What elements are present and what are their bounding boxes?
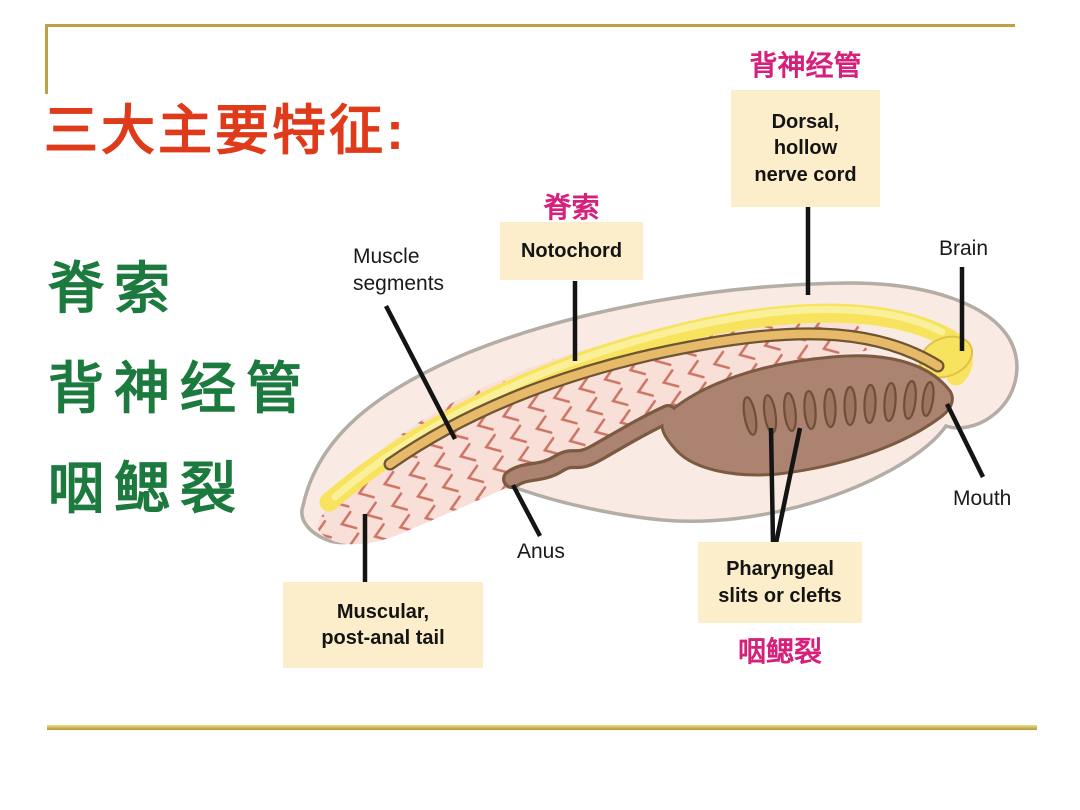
key-term-nerve-cord: 背神经管 bbox=[48, 356, 312, 422]
key-term-notochord: 脊索 bbox=[48, 256, 180, 322]
cn-label-nerve-cord: 背神经管 bbox=[749, 50, 862, 81]
key-term-pharyngeal-slits: 咽鳃裂 bbox=[48, 456, 246, 522]
pointer-anus bbox=[511, 483, 542, 538]
cn-label-notochord: 脊索 bbox=[543, 192, 600, 223]
callout-notochord: Notochord bbox=[500, 222, 643, 280]
slide-title: 三大主要特征: bbox=[44, 101, 407, 161]
cn-label-pharyngeal: 咽鳃裂 bbox=[737, 636, 822, 667]
label-mouth: Mouth bbox=[953, 487, 1012, 510]
label-muscle-segments: Muscle segments bbox=[353, 245, 445, 295]
muscle-segments-zone bbox=[316, 318, 872, 545]
label-anus: Anus bbox=[517, 540, 565, 563]
digestive-tract bbox=[502, 354, 954, 489]
frame-left-line bbox=[45, 24, 48, 94]
pointer-lines bbox=[362, 206, 986, 582]
frame-top-line bbox=[45, 24, 1015, 27]
pointer-muscle-segments bbox=[384, 304, 457, 441]
callout-dorsal-nerve-cord: Dorsal, hollow nerve cord bbox=[731, 90, 880, 207]
pharyngeal-slits bbox=[742, 379, 935, 436]
notochord-band bbox=[383, 327, 945, 471]
frame-bottom-line bbox=[47, 725, 1037, 730]
pointer-pharyngeal-slit-right bbox=[773, 427, 803, 544]
label-brain: Brain bbox=[939, 237, 989, 260]
callout-pharyngeal-slits: Pharyngeal slits or clefts bbox=[698, 542, 862, 623]
nerve-cord-band bbox=[319, 303, 974, 512]
pointer-pharyngeal-slit-left bbox=[768, 427, 776, 544]
callout-muscular-tail: Muscular, post-anal tail bbox=[283, 582, 483, 668]
pointer-mouth bbox=[944, 403, 986, 478]
